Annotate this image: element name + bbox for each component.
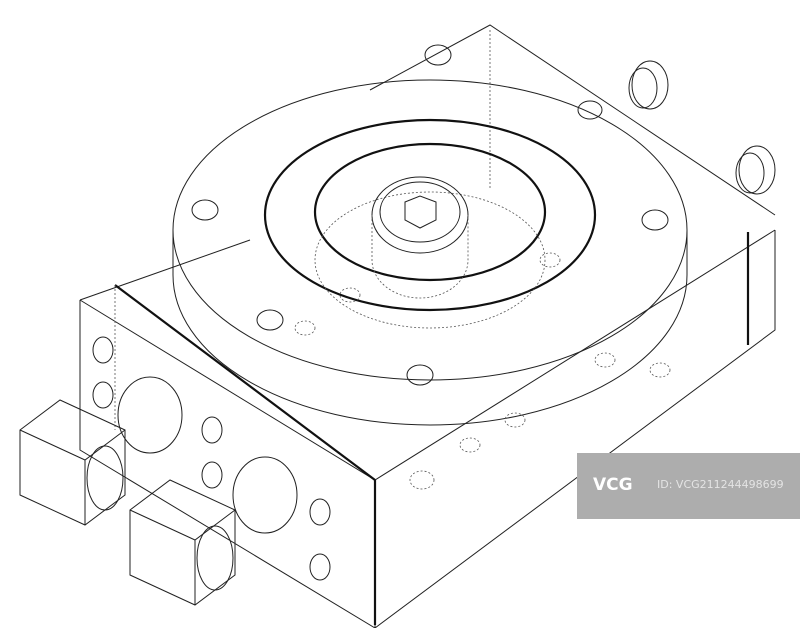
elbow-fittings bbox=[19, 399, 236, 606]
hex-bolt bbox=[371, 176, 469, 299]
mounting-holes bbox=[191, 44, 671, 490]
watermark: VCG ID: VCG211244498699 bbox=[577, 453, 800, 519]
watermark-id: ID: VCG211244498699 bbox=[657, 478, 784, 491]
watermark-logo: VCG bbox=[593, 475, 633, 495]
top-disc bbox=[172, 79, 688, 426]
base-block bbox=[79, 24, 776, 628]
side-ports bbox=[92, 60, 776, 581]
